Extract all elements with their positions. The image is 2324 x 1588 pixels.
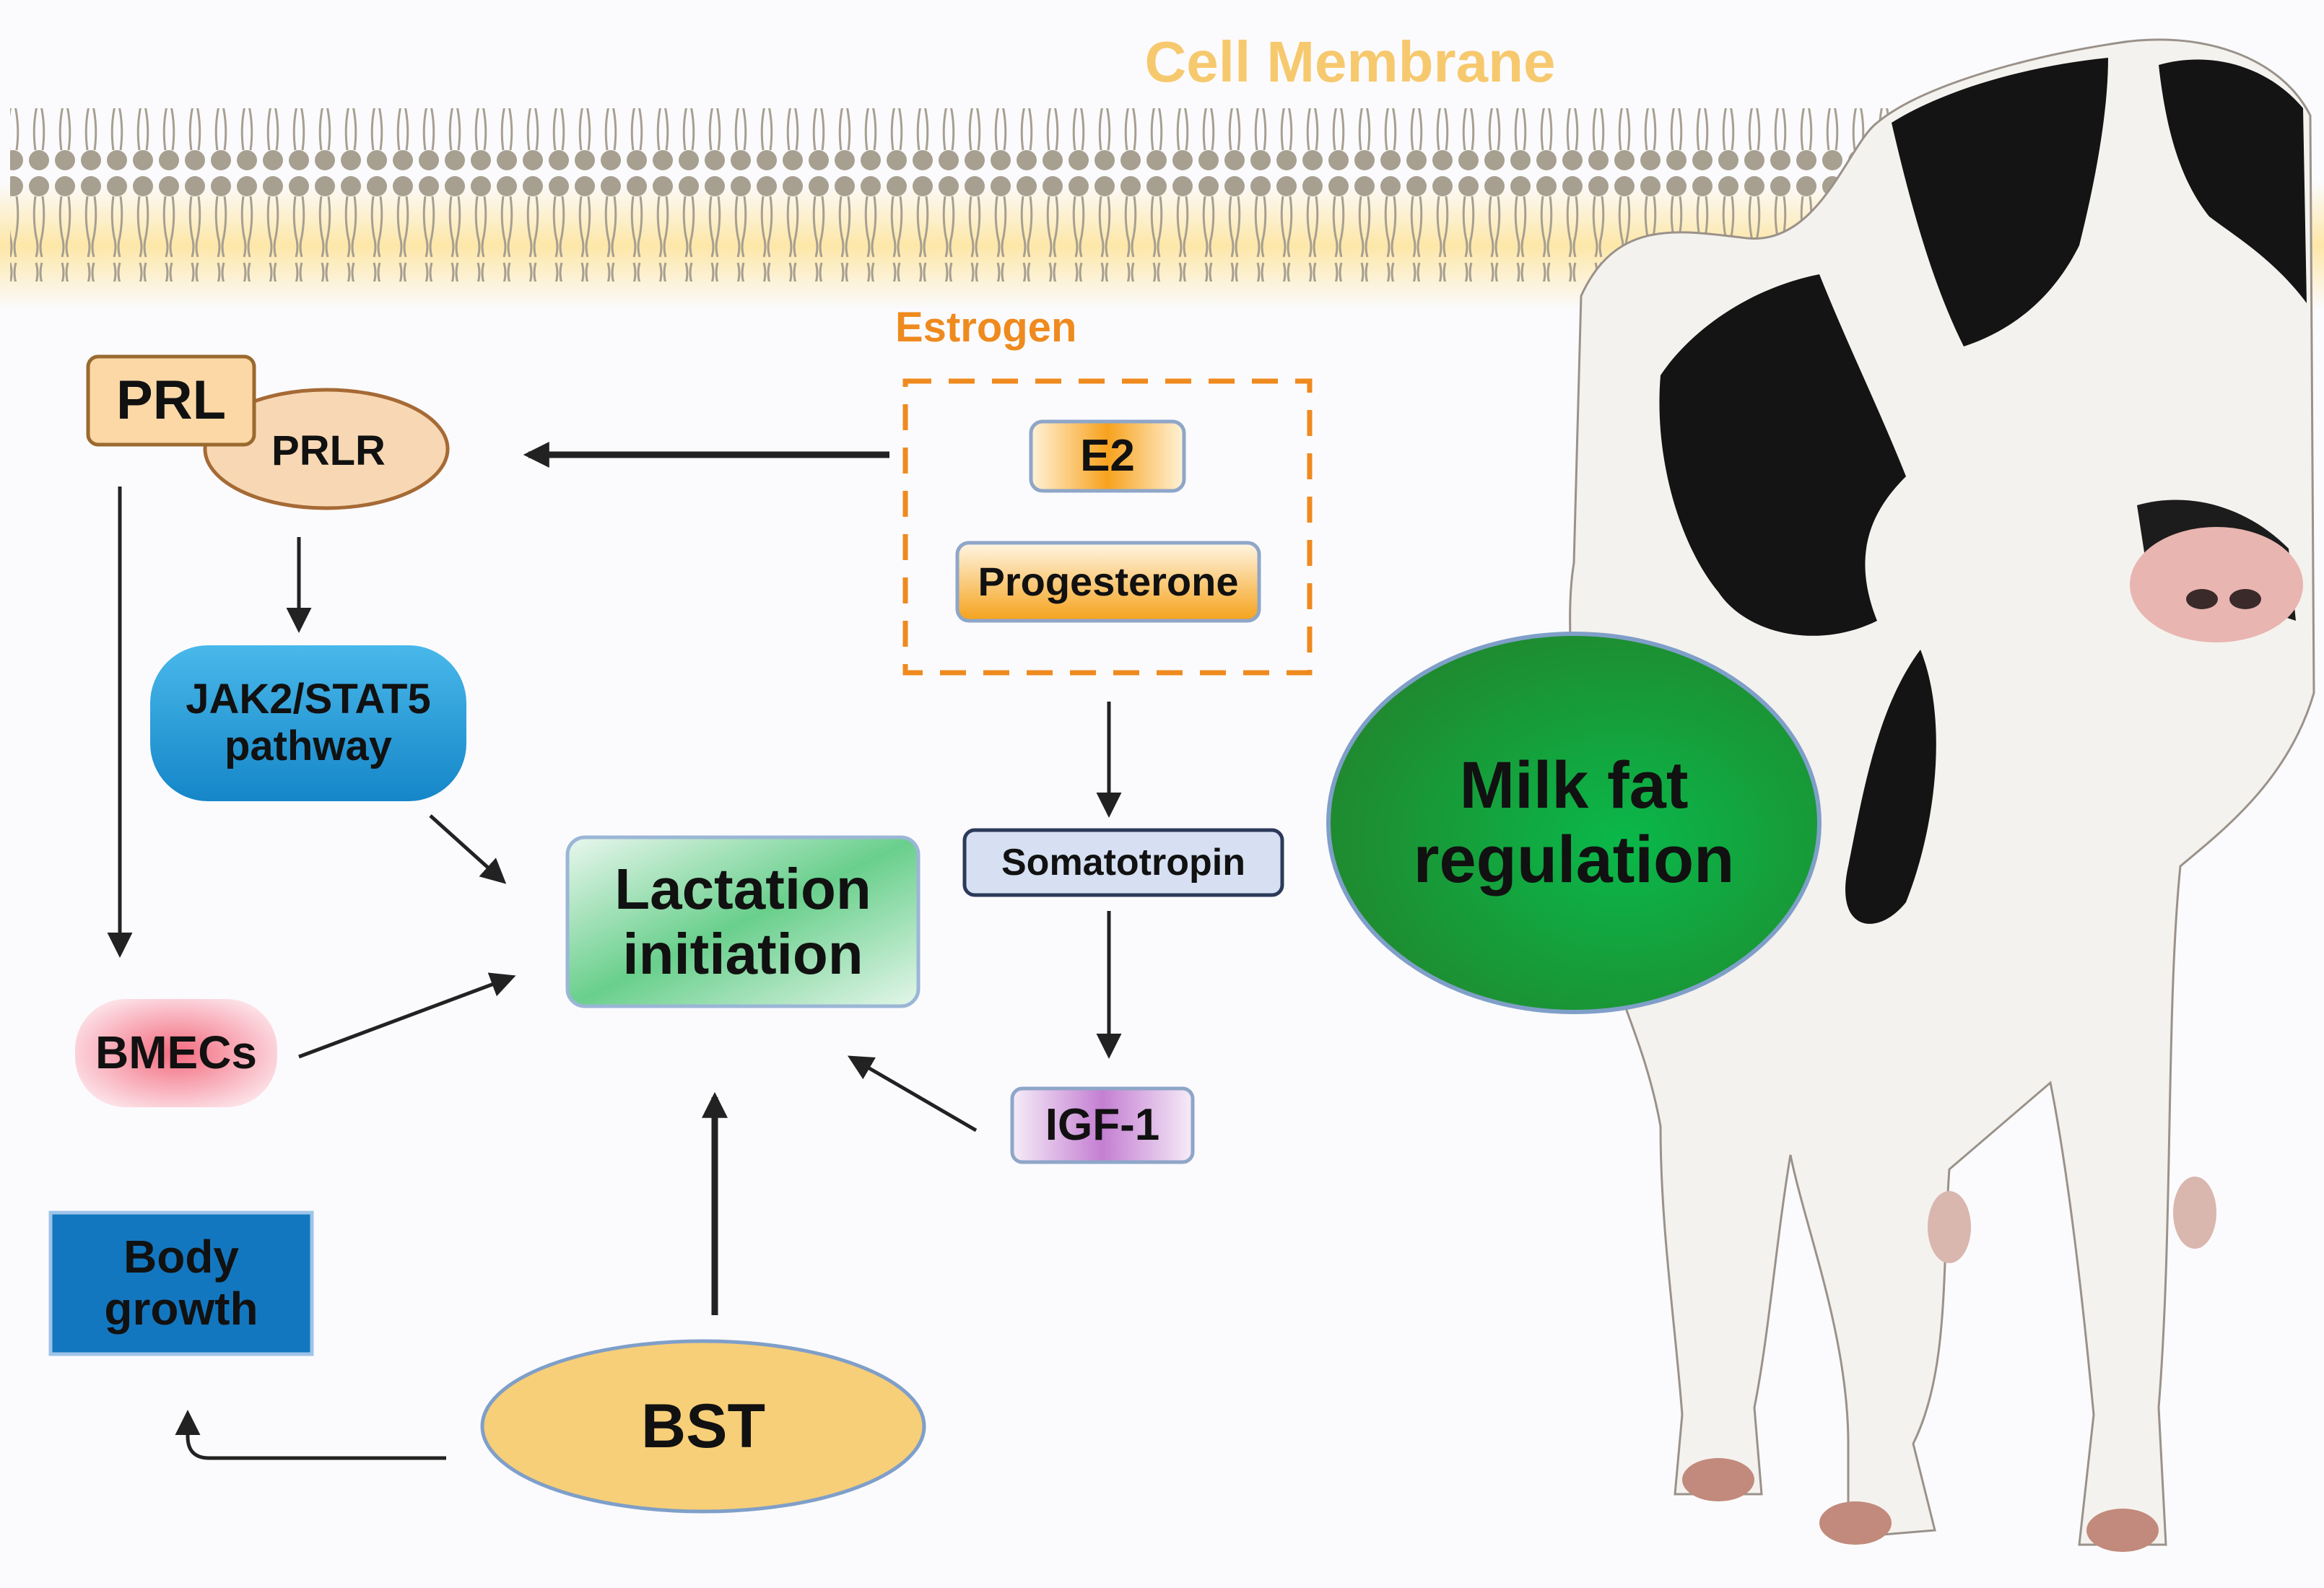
milk-fat-line2: regulation — [1413, 823, 1735, 896]
jak-stat-label: JAK2/STAT5 pathway — [150, 645, 466, 801]
progesterone-shape — [955, 541, 1261, 623]
bmecs-label: BMECs — [95, 1026, 258, 1079]
bst-label: BST — [641, 1391, 765, 1461]
body-growth-line2: growth — [104, 1283, 258, 1335]
prlr-ellipse — [203, 388, 450, 510]
igf1-shape — [1010, 1086, 1195, 1164]
cow-image — [1569, 38, 2315, 1552]
prlr-label: PRLR — [271, 427, 386, 474]
arrow-bst-to-body-growth — [175, 1410, 446, 1460]
igf1-label: IGF-1 — [1045, 1100, 1160, 1151]
lactation-line1: Lactation — [614, 857, 871, 922]
milk-fat-label: Milk fat regulation — [1328, 634, 1819, 1012]
body-growth-line1: Body — [123, 1231, 239, 1283]
somatotropin-shape — [962, 828, 1284, 897]
arrow-jak-to-lactation — [429, 814, 507, 884]
jak-stat-line2: pathway — [224, 723, 393, 769]
lactation-line2: initiation — [622, 922, 863, 986]
prl-label: PRL — [116, 370, 226, 432]
arrow-igf1-to-lactation — [847, 1055, 978, 1133]
milk-fat-line1: Milk fat — [1459, 748, 1689, 822]
somatotropin-label: Somatotropin — [1001, 841, 1245, 884]
arrow-bmecs-to-lactation — [298, 972, 516, 1059]
jak-stat-line1: JAK2/STAT5 — [186, 676, 431, 723]
jak-stat-shape — [150, 645, 466, 801]
body-growth-label: Body growth — [51, 1213, 312, 1354]
milk-fat-ellipse — [1326, 632, 1822, 1014]
lactation-label: Lactation initiation — [567, 837, 918, 1006]
prl-box — [86, 354, 256, 447]
bst-ellipse — [480, 1339, 926, 1514]
body-growth-shape — [48, 1210, 314, 1356]
e2-shape — [1029, 419, 1186, 493]
cell-membrane-title: Cell Membrane — [1144, 30, 1556, 94]
lactation-shape — [565, 835, 921, 1008]
estrogen-title: Estrogen — [895, 304, 1077, 351]
e2-label: E2 — [1080, 431, 1135, 481]
progesterone-label: Progesterone — [978, 558, 1239, 604]
bmecs-shape — [75, 999, 277, 1107]
